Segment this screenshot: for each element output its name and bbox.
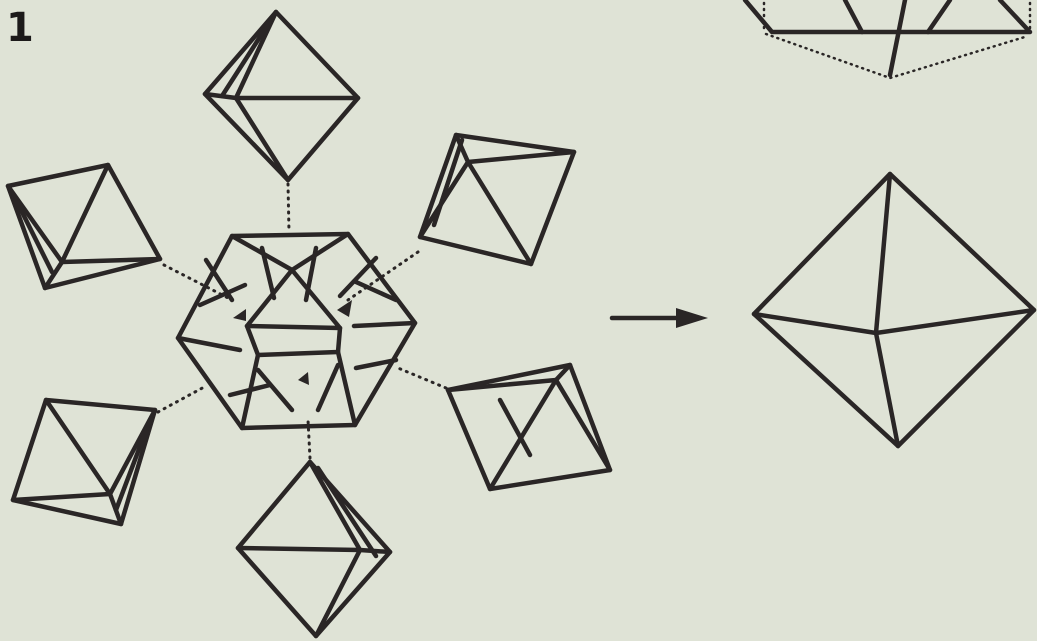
resulting-octahedron [754,174,1034,446]
octahedron-lower-right [448,365,610,489]
octahedron-top [205,12,358,180]
dotted-link-lower-right [398,368,446,388]
octahedron-bottom [238,462,390,636]
transform-arrow [612,308,708,328]
octahedron-lower-left [13,400,155,524]
central-polyhedron [178,234,415,428]
partial-star-figure-top-right [745,0,1030,78]
octahedron-upper-right [420,135,574,264]
dotted-link-lower-left [158,386,206,412]
dotted-link-top [288,184,289,232]
octahedron-upper-left [8,165,160,288]
